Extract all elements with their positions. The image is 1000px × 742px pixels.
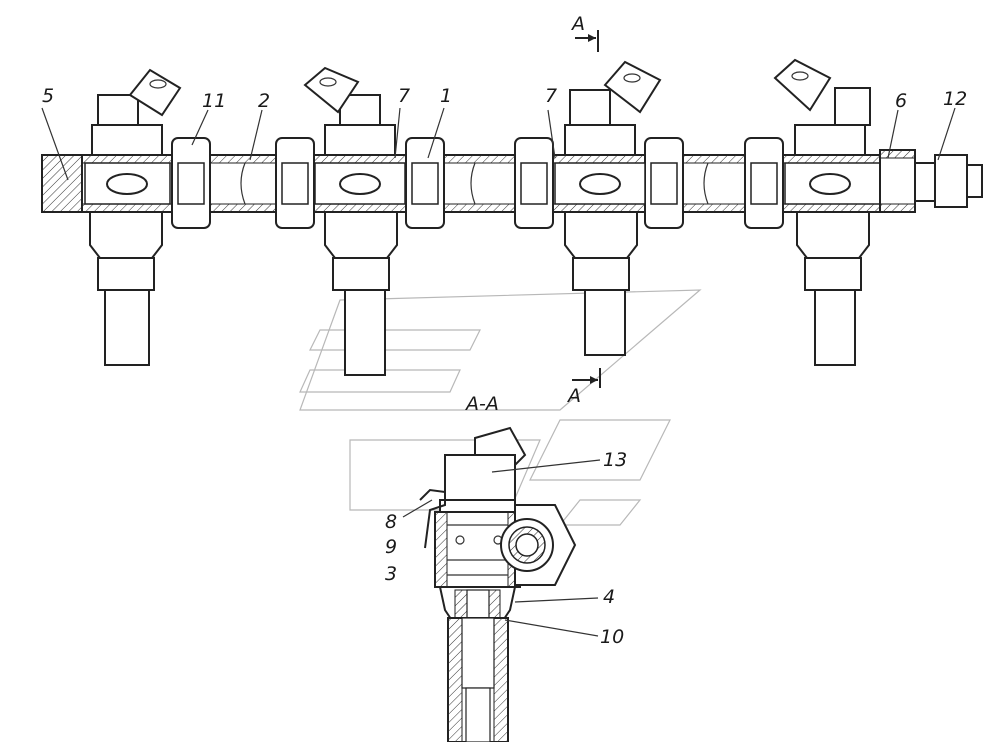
- leader-8: [402, 499, 433, 518]
- leader-4: [514, 597, 599, 603]
- callout-4: 4: [603, 586, 615, 608]
- section-marker-top: A: [570, 13, 585, 35]
- leader-5: [41, 107, 69, 181]
- section-arrow-top: [575, 30, 599, 52]
- leader-11: [191, 109, 209, 146]
- injector-4: [773, 58, 881, 366]
- injector-1: [84, 68, 182, 366]
- callout-9: 9: [385, 536, 397, 558]
- callout-5: 5: [42, 85, 54, 107]
- leader-lines: [41, 107, 956, 637]
- pipe-break-3: [703, 162, 709, 205]
- clamp-nut-2: [275, 137, 315, 229]
- callout-3: 3: [385, 563, 397, 585]
- callout-7-left: 7: [398, 85, 410, 107]
- callout-1: 1: [440, 85, 452, 107]
- section-marker-bottom: A: [566, 385, 581, 407]
- clamp-nut-5: [644, 137, 684, 229]
- section-view-a-a: [419, 368, 601, 742]
- leader-7a: [394, 107, 401, 159]
- section-arrow-bottom: [572, 368, 601, 388]
- fuel-rail-top-view: [41, 30, 983, 376]
- callout-12: 12: [943, 88, 967, 110]
- leader-1: [427, 107, 445, 159]
- clamp-nut-3: [405, 137, 445, 229]
- clamp-nut-4: [514, 137, 554, 229]
- injector-3: [554, 60, 662, 356]
- callout-6: 6: [895, 90, 907, 112]
- outlet-fitting: [879, 149, 983, 213]
- callout-2: 2: [258, 90, 270, 112]
- callout-10: 10: [600, 626, 624, 648]
- section-view-title: А-А: [464, 393, 499, 415]
- connector-base: [444, 454, 516, 501]
- retaining-clip: [419, 488, 446, 549]
- callout-13: 13: [603, 449, 627, 471]
- leader-10: [504, 619, 599, 637]
- rail-cross-section: [500, 504, 577, 586]
- callout-8: 8: [385, 511, 397, 533]
- injector-2: [303, 66, 406, 376]
- leader-2: [249, 109, 263, 161]
- clamp-nut-6: [744, 137, 784, 229]
- leader-13: [491, 459, 601, 473]
- callout-labels: A 5 11 2 7 1 7 6 12 A А-А 13 8 9 3 4 10: [42, 13, 967, 648]
- pipe-break-2: [470, 162, 476, 205]
- leader-6: [887, 109, 899, 159]
- pipe-break-1: [240, 162, 246, 205]
- leader-12: [937, 107, 956, 161]
- callout-7-right: 7: [545, 85, 557, 107]
- leader-7b: [547, 109, 556, 159]
- callout-11: 11: [202, 90, 226, 112]
- clamp-nut-1: [171, 137, 211, 229]
